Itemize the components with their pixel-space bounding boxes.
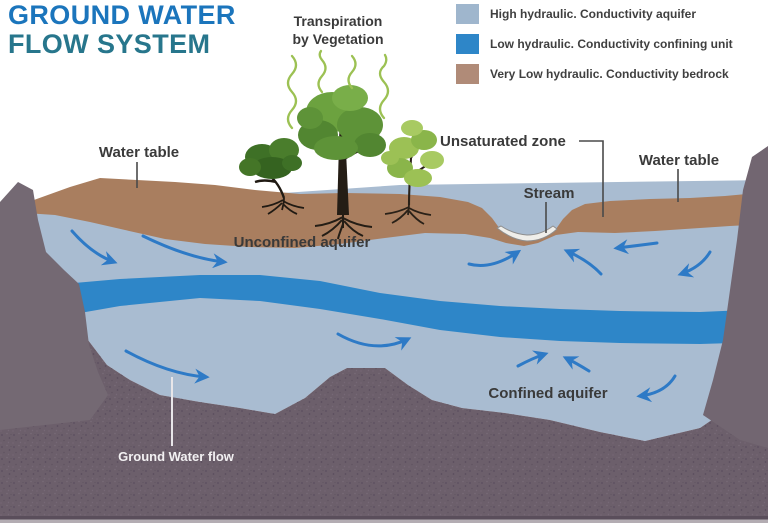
flow-arrow-left-2	[141, 234, 228, 269]
confined-flow-arrow-1	[336, 332, 412, 351]
aquifer-color-swatch	[456, 3, 479, 24]
tree-large-trunk	[337, 108, 349, 215]
transpiration-label: Transpiration by Vegetation	[292, 12, 383, 48]
transpiration-label-line-1: Transpiration	[293, 13, 383, 29]
pointer-lines	[136, 140, 679, 233]
flow-arrow-left-1	[70, 229, 118, 266]
transpiration-label-line-2: by Vegetation	[292, 31, 384, 47]
tree-light	[381, 120, 444, 225]
confined-flow-arrow-4	[636, 374, 677, 403]
ground-water-flow-label: Ground Water flow	[118, 449, 234, 464]
tree-small	[239, 138, 305, 215]
unconfined-aquifer-label: Unconfined aquifer	[233, 234, 371, 251]
tree-large-foliage	[297, 85, 386, 160]
legend-item-confining-unit: Low hydraulic. Conductivity confining un…	[456, 33, 733, 54]
flow-arrow-right-1	[613, 239, 659, 255]
flow-arrow-to-stream-2	[563, 248, 603, 276]
stream-bed	[496, 225, 558, 242]
confined-flow-arrow-3	[562, 356, 591, 373]
legend-label: Very Low hydraulic. Conductivity bedrock	[490, 66, 729, 81]
tree-small-foliage	[239, 138, 302, 179]
confining-unit-color-swatch	[456, 33, 479, 54]
tree-light-foliage	[381, 120, 444, 187]
water-table-left-label: Water table	[98, 144, 180, 161]
confined-aquifer-label: Confined aquifer	[488, 385, 608, 402]
bedrock-color-swatch	[456, 63, 479, 84]
confining-unit-band	[40, 275, 768, 344]
legend-label: Low hydraulic. Conductivity confining un…	[490, 36, 733, 51]
right-rock-outcrop	[703, 146, 768, 448]
flow-arrows	[70, 229, 712, 403]
water-table-right-label: Water table	[638, 152, 720, 169]
bottom-shadow-strip	[0, 516, 768, 520]
unsaturated-zone-pointer	[579, 140, 604, 217]
legend-item-bedrock: Very Low hydraulic. Conductivity bedrock	[456, 63, 733, 84]
ground-water-flow-arrow	[124, 349, 210, 384]
bottom-edge-strip	[0, 519, 768, 523]
confined-flow-arrow-2	[516, 350, 549, 368]
tree-light-roots	[384, 204, 432, 225]
diagram-title: GROUND WATER FLOW SYSTEM	[8, 1, 236, 59]
title-line-2: FLOW SYSTEM	[8, 29, 211, 59]
tree-large-roots	[314, 215, 373, 240]
legend: High hydraulic. Conductivity aquifer Low…	[456, 3, 733, 93]
legend-label: High hydraulic. Conductivity aquifer	[490, 6, 697, 21]
legend-item-aquifer: High hydraulic. Conductivity aquifer	[456, 3, 733, 24]
flow-arrow-to-stream-1	[467, 249, 522, 267]
title-line-1: GROUND WATER	[8, 0, 236, 30]
left-rock-outcrop	[0, 182, 108, 430]
tree-small-roots	[261, 197, 305, 215]
tree-large	[297, 85, 386, 240]
transpiration-squiggle-arrows	[286, 49, 390, 130]
flow-arrow-right-2	[677, 250, 712, 278]
stream-label: Stream	[523, 185, 575, 202]
unsaturated-zone-label: Unsaturated zone	[440, 133, 566, 150]
